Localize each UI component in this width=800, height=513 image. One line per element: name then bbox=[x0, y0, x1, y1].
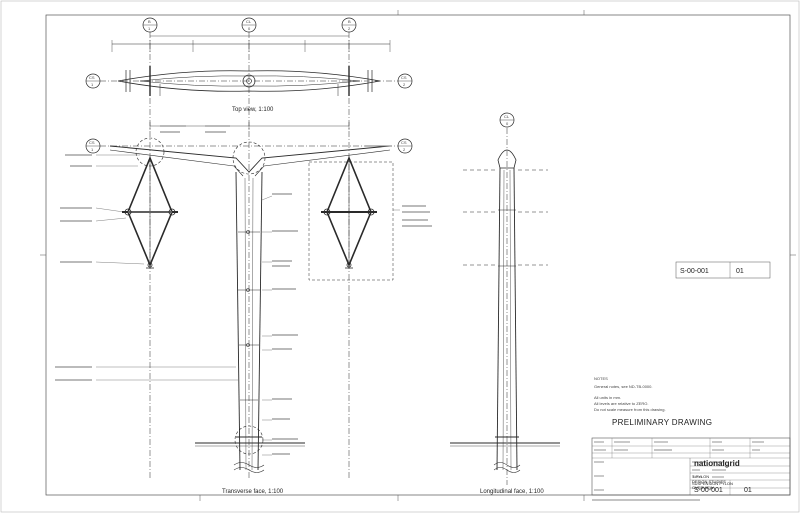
grid-marker-b2-number: 2 bbox=[348, 26, 351, 31]
grid-marker-cs2-top-letter: CS bbox=[401, 75, 407, 80]
grid-marker-cs1-top-letter: CS bbox=[89, 75, 95, 80]
transverse-face-view bbox=[95, 122, 400, 473]
transverse-face-title: Transverse face, 1:100 bbox=[222, 489, 284, 495]
project-line-2: DESIGN STUDIES bbox=[692, 479, 726, 484]
annotation-notes bbox=[55, 125, 432, 455]
drawing-title-line-1: SUSPENSION PYLON bbox=[692, 481, 733, 486]
grid-marker-cs1-top-number: 1 bbox=[91, 82, 94, 87]
notes-heading: NOTES bbox=[594, 376, 608, 381]
grid-marker-b2-letter: B bbox=[348, 19, 351, 24]
top-view-title: Top view, 1:100 bbox=[232, 107, 274, 113]
grid-marker-cs2-top-number: 2 bbox=[403, 82, 406, 87]
top-view bbox=[100, 32, 398, 480]
grid-marker-b1-number: 1 bbox=[148, 26, 151, 31]
grid-marker-cs1-letter: CS bbox=[89, 140, 95, 145]
drawing-title-line-2: OVERVIEW bbox=[692, 485, 714, 490]
grid-marker-cs2-letter: CS bbox=[401, 140, 407, 145]
notes-line-3: All levels are relative to ZERO. bbox=[594, 401, 649, 406]
notes-line-1: General notes, see ND-TB-0000. bbox=[594, 384, 653, 389]
grid-marker-b1-letter: B bbox=[148, 19, 151, 24]
grid-marker-cs2-number: 2 bbox=[403, 147, 406, 152]
longitudinal-face-view bbox=[450, 128, 560, 485]
longitudinal-face-title: Longitudinal face, 1:100 bbox=[480, 489, 544, 495]
title-block-drawing-number: S-00-001 bbox=[694, 487, 723, 494]
grid-marker-cl0-long-letter: CL bbox=[504, 114, 510, 119]
grid-marker-cs1-number: 1 bbox=[91, 147, 94, 152]
notes-line-2: All units in mm. bbox=[594, 395, 622, 400]
grid-marker-cl0-letter: CL bbox=[246, 19, 252, 24]
revision-box-drawing-number: S-00-001 bbox=[680, 268, 709, 275]
grid-marker-cl0-number: 0 bbox=[248, 26, 251, 31]
title-block bbox=[591, 437, 791, 496]
grid-marker-cl0-long-number: 0 bbox=[506, 121, 509, 126]
revision-box bbox=[675, 261, 771, 279]
title-block-faint-text bbox=[592, 441, 764, 501]
company-logo: nationalgrid bbox=[694, 459, 740, 468]
grid-marker-circles bbox=[85, 17, 515, 154]
project-line-1: T-PYLON bbox=[692, 474, 710, 479]
title-block-revision: 01 bbox=[744, 487, 752, 494]
revision-box-revision: 01 bbox=[736, 268, 744, 275]
preliminary-drawing-stamp: PRELIMINARY DRAWING bbox=[612, 418, 713, 427]
notes-line-4: Do not scale measure from this drawing. bbox=[594, 407, 666, 412]
